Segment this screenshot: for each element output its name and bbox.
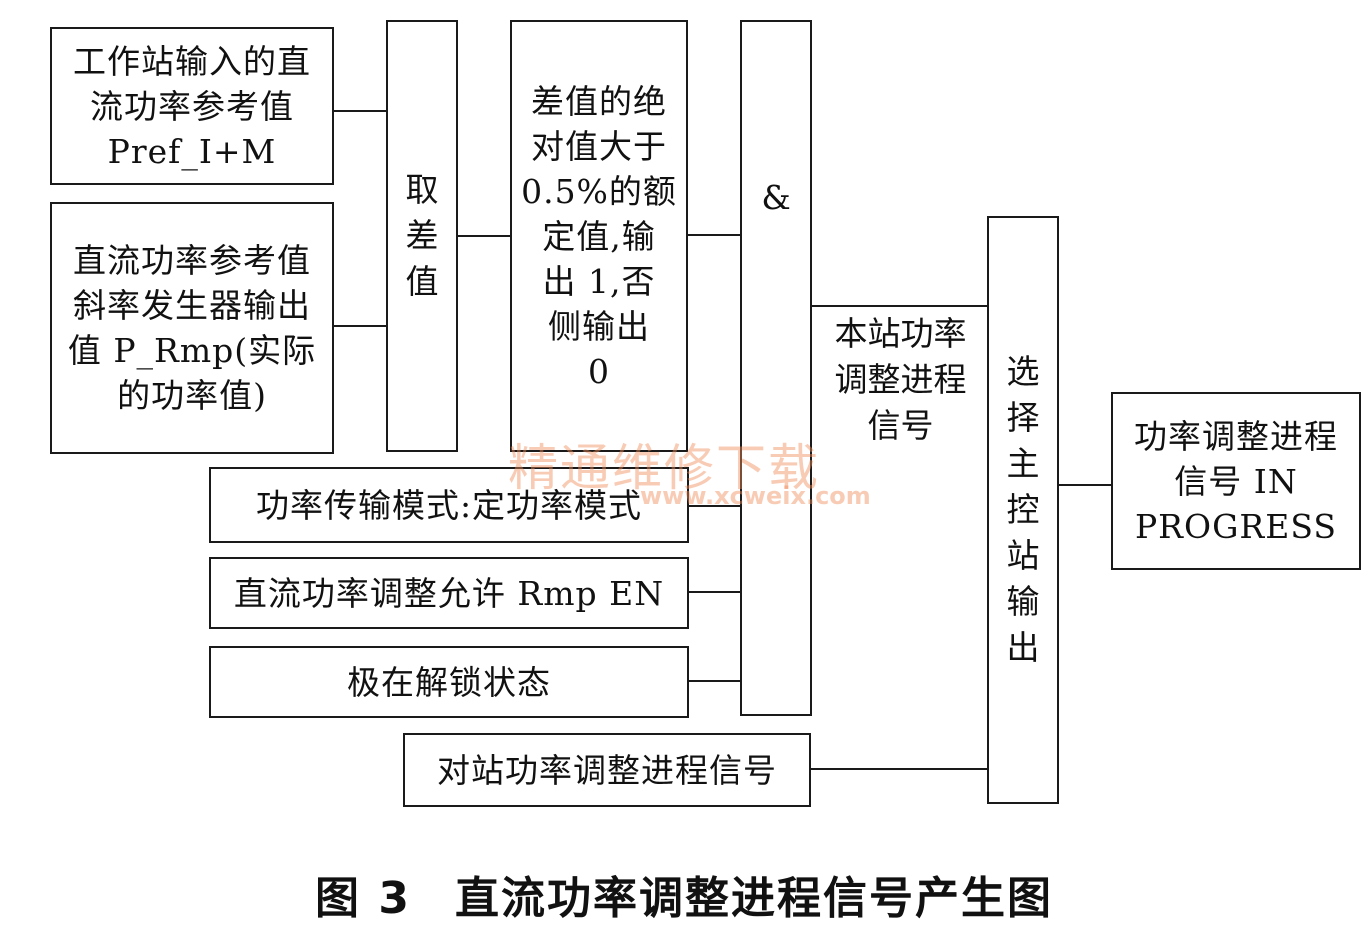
- figure-number: 图 3: [315, 873, 411, 924]
- rmp-enable-text: 直流功率调整允许 Rmp EN: [233, 573, 665, 613]
- remote-signal-text: 对站功率调整进程信号: [437, 750, 777, 790]
- connector-ramp-to-diff: [334, 325, 386, 327]
- transfer-mode-text: 功率传输模式:定功率模式: [255, 485, 643, 525]
- take-difference-box: 取 差 值: [386, 20, 458, 452]
- ramp-output-box: 直流功率参考值 斜率发生器输出 值 P_Rmp(实际 的功率值): [50, 202, 334, 454]
- abs-difference-box: 差值的绝 对值大于 0.5%的额 定值,输 出 1,否 侧输出 0: [510, 20, 688, 452]
- connector-abs-to-and: [688, 234, 740, 236]
- connector-rmp-to-and: [689, 591, 740, 593]
- output-signal-box: 功率调整进程 信号 IN PROGRESS: [1111, 392, 1361, 570]
- rmp-enable-box: 直流功率调整允许 Rmp EN: [209, 557, 689, 629]
- pole-deblocked-text: 极在解锁状态: [347, 662, 551, 702]
- take-difference-text: 取 差 值: [405, 170, 439, 301]
- select-master-box: 选 择 主 控 站 输 出: [987, 216, 1059, 804]
- abs-difference-text: 差值的绝 对值大于 0.5%的额 定值,输 出 1,否 侧输出 0: [521, 81, 677, 391]
- watermark-text: 精通维修下载: [508, 439, 820, 497]
- connector-select-to-output: [1059, 484, 1111, 486]
- pole-deblocked-box: 极在解锁状态: [209, 646, 689, 718]
- transfer-mode-box: 功率传输模式:定功率模式: [209, 467, 689, 543]
- figure-title: 直流功率调整进程信号产生图: [454, 873, 1053, 924]
- workstation-input-text: 工作站输入的直 流功率参考值 Pref_I+M: [73, 41, 311, 171]
- remote-signal-box: 对站功率调整进程信号: [403, 733, 811, 807]
- and-gate-symbol: &: [761, 178, 791, 217]
- workstation-input-box: 工作站输入的直 流功率参考值 Pref_I+M: [50, 27, 334, 185]
- connector-diff-to-abs: [458, 235, 510, 237]
- and-gate-box: &: [740, 20, 812, 716]
- connector-mode-to-and: [689, 505, 740, 507]
- connector-pole-to-and: [689, 680, 740, 682]
- figure-caption: 图 3 直流功率调整进程信号产生图: [0, 862, 1368, 926]
- ramp-output-text: 直流功率参考值 斜率发生器输出 值 P_Rmp(实际 的功率值): [67, 241, 317, 415]
- connector-and-to-select: [812, 305, 987, 307]
- connector-remote-to-select: [811, 768, 987, 770]
- output-signal-text: 功率调整进程 信号 IN PROGRESS: [1134, 416, 1338, 546]
- local-signal-label: 本站功率 调整进程 信号: [834, 314, 967, 445]
- select-master-text: 选 择 主 控 站 输 出: [1006, 352, 1040, 667]
- watermark-url: www.xcweix.com: [640, 482, 871, 510]
- connector-wsinput-to-diff: [334, 110, 386, 112]
